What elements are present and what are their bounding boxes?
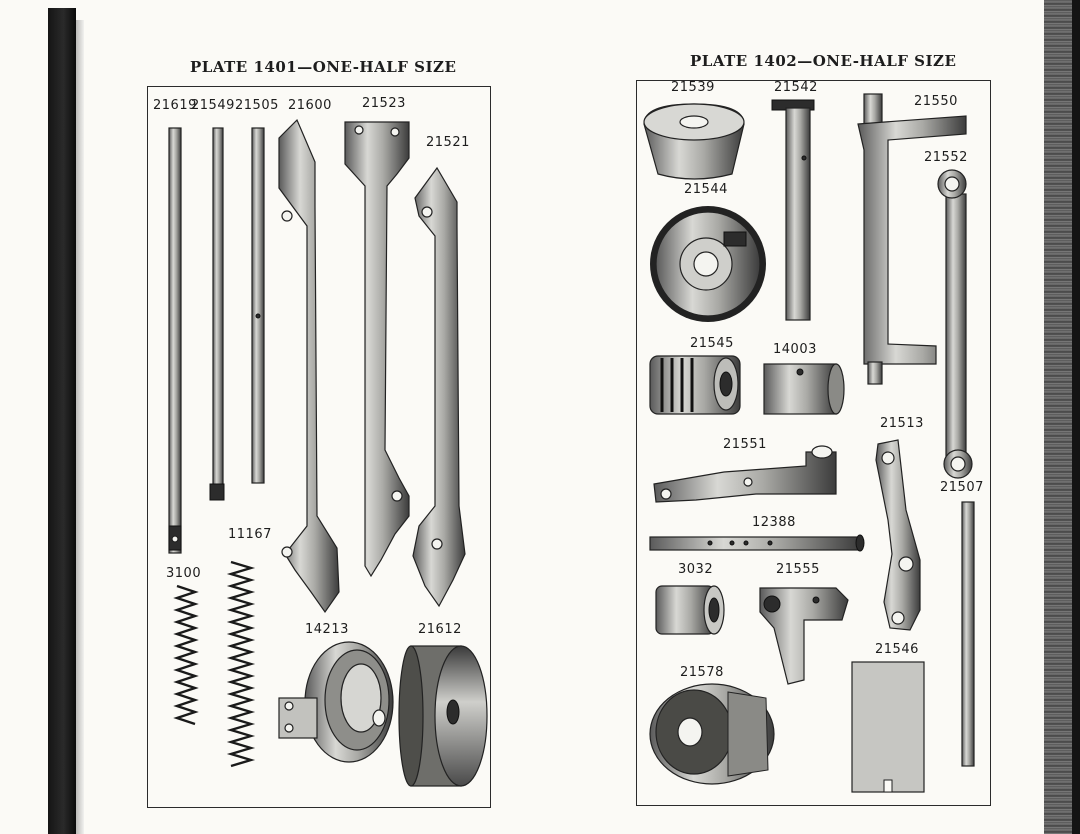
part-label: 21545 bbox=[690, 336, 734, 351]
book-spine-right-edge bbox=[1072, 0, 1080, 834]
rod-21507 bbox=[961, 501, 975, 767]
pulley-21612 bbox=[398, 645, 488, 787]
part-label: 21612 bbox=[418, 622, 462, 637]
bracket-21550 bbox=[857, 93, 967, 385]
cam-21578 bbox=[649, 683, 775, 785]
part-label: 11167 bbox=[228, 527, 272, 542]
plate-title-left: PLATE 1401—ONE-HALF SIZE bbox=[190, 58, 457, 76]
part-label: 3100 bbox=[166, 566, 202, 581]
collar-3032 bbox=[655, 585, 725, 635]
arm-21600 bbox=[278, 118, 340, 614]
page-edge-shadow bbox=[76, 20, 84, 834]
part-label: 21552 bbox=[924, 150, 968, 165]
rod-21549 bbox=[209, 127, 225, 501]
plate-21546 bbox=[851, 661, 925, 793]
part-label: 21513 bbox=[880, 416, 924, 431]
part-label: 21546 bbox=[875, 642, 919, 657]
part-label: 12388 bbox=[752, 515, 796, 530]
part-label: 21505 bbox=[235, 98, 279, 113]
plate-frame-right bbox=[636, 80, 991, 806]
part-label: 21523 bbox=[362, 96, 406, 111]
plate-title-right: PLATE 1402—ONE-HALF SIZE bbox=[690, 52, 957, 70]
part-label: 21539 bbox=[671, 80, 715, 95]
part-label: 21544 bbox=[684, 182, 728, 197]
part-label: 21578 bbox=[680, 665, 724, 680]
shaft-12388 bbox=[649, 534, 865, 552]
lever-21513 bbox=[875, 439, 921, 631]
part-label: 21521 bbox=[426, 135, 470, 150]
gear-21544 bbox=[650, 206, 766, 322]
part-label: 14003 bbox=[773, 342, 817, 357]
part-label: 21507 bbox=[940, 480, 984, 495]
book-spine-left bbox=[48, 8, 76, 834]
pulley-hub-14213 bbox=[278, 641, 394, 763]
plate-frame-left bbox=[147, 86, 491, 808]
part-label: 21619 bbox=[153, 98, 197, 113]
rod-21505 bbox=[251, 127, 265, 484]
arm-21521 bbox=[412, 166, 466, 608]
spring-3100 bbox=[173, 584, 199, 726]
part-label: 21549 bbox=[191, 98, 235, 113]
part-label: 21542 bbox=[774, 80, 818, 95]
cam-21555 bbox=[759, 587, 849, 685]
slide-21523 bbox=[344, 121, 410, 578]
part-label: 21550 bbox=[914, 94, 958, 109]
grooved-pulley-21545 bbox=[649, 355, 741, 415]
cone-21539 bbox=[643, 103, 745, 180]
spring-11167 bbox=[226, 560, 256, 768]
part-label: 14213 bbox=[305, 622, 349, 637]
shaft-21542 bbox=[771, 99, 815, 321]
plate-1402-illustration bbox=[643, 93, 975, 793]
part-label: 21551 bbox=[723, 437, 767, 452]
link-21552 bbox=[937, 169, 973, 479]
part-label: 21555 bbox=[776, 562, 820, 577]
part-label: 3032 bbox=[678, 562, 714, 577]
plate-1401-illustration bbox=[168, 118, 488, 787]
bushing-14003 bbox=[763, 363, 845, 415]
part-label: 21600 bbox=[288, 98, 332, 113]
rod-21619 bbox=[168, 127, 182, 554]
crank-21551 bbox=[653, 445, 837, 503]
